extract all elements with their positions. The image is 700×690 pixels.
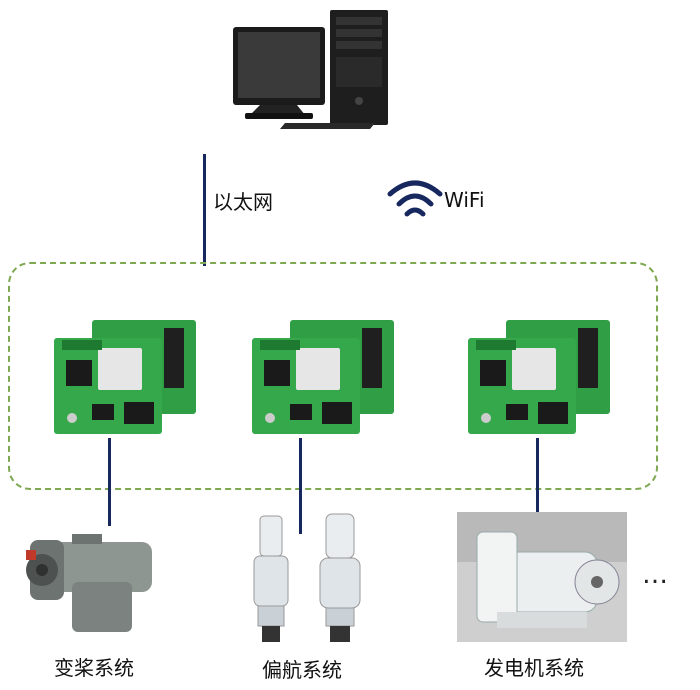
controller-board-2 <box>252 320 394 434</box>
connection-line-2 <box>299 438 302 534</box>
connection-line-1 <box>108 438 111 526</box>
wifi-label: WiFi <box>444 188 485 212</box>
ethernet-line <box>203 154 206 266</box>
connection-line-3 <box>536 438 539 522</box>
system-label-generator: 发电机系统 <box>484 656 584 680</box>
pitch-motor-image <box>26 534 152 632</box>
computer-icon <box>233 10 388 129</box>
device-group-border <box>8 262 658 490</box>
generator-image <box>457 512 627 642</box>
wifi-icon <box>387 180 443 217</box>
ethernet-label: 以太网 <box>213 190 273 214</box>
controller-board-1 <box>54 320 196 434</box>
system-label-yaw: 偏航系统 <box>262 658 342 682</box>
controller-board-3 <box>468 320 610 434</box>
more-indicator: … <box>642 560 668 590</box>
yaw-gearbox-image <box>253 513 361 642</box>
system-label-pitch: 变桨系统 <box>54 656 134 680</box>
